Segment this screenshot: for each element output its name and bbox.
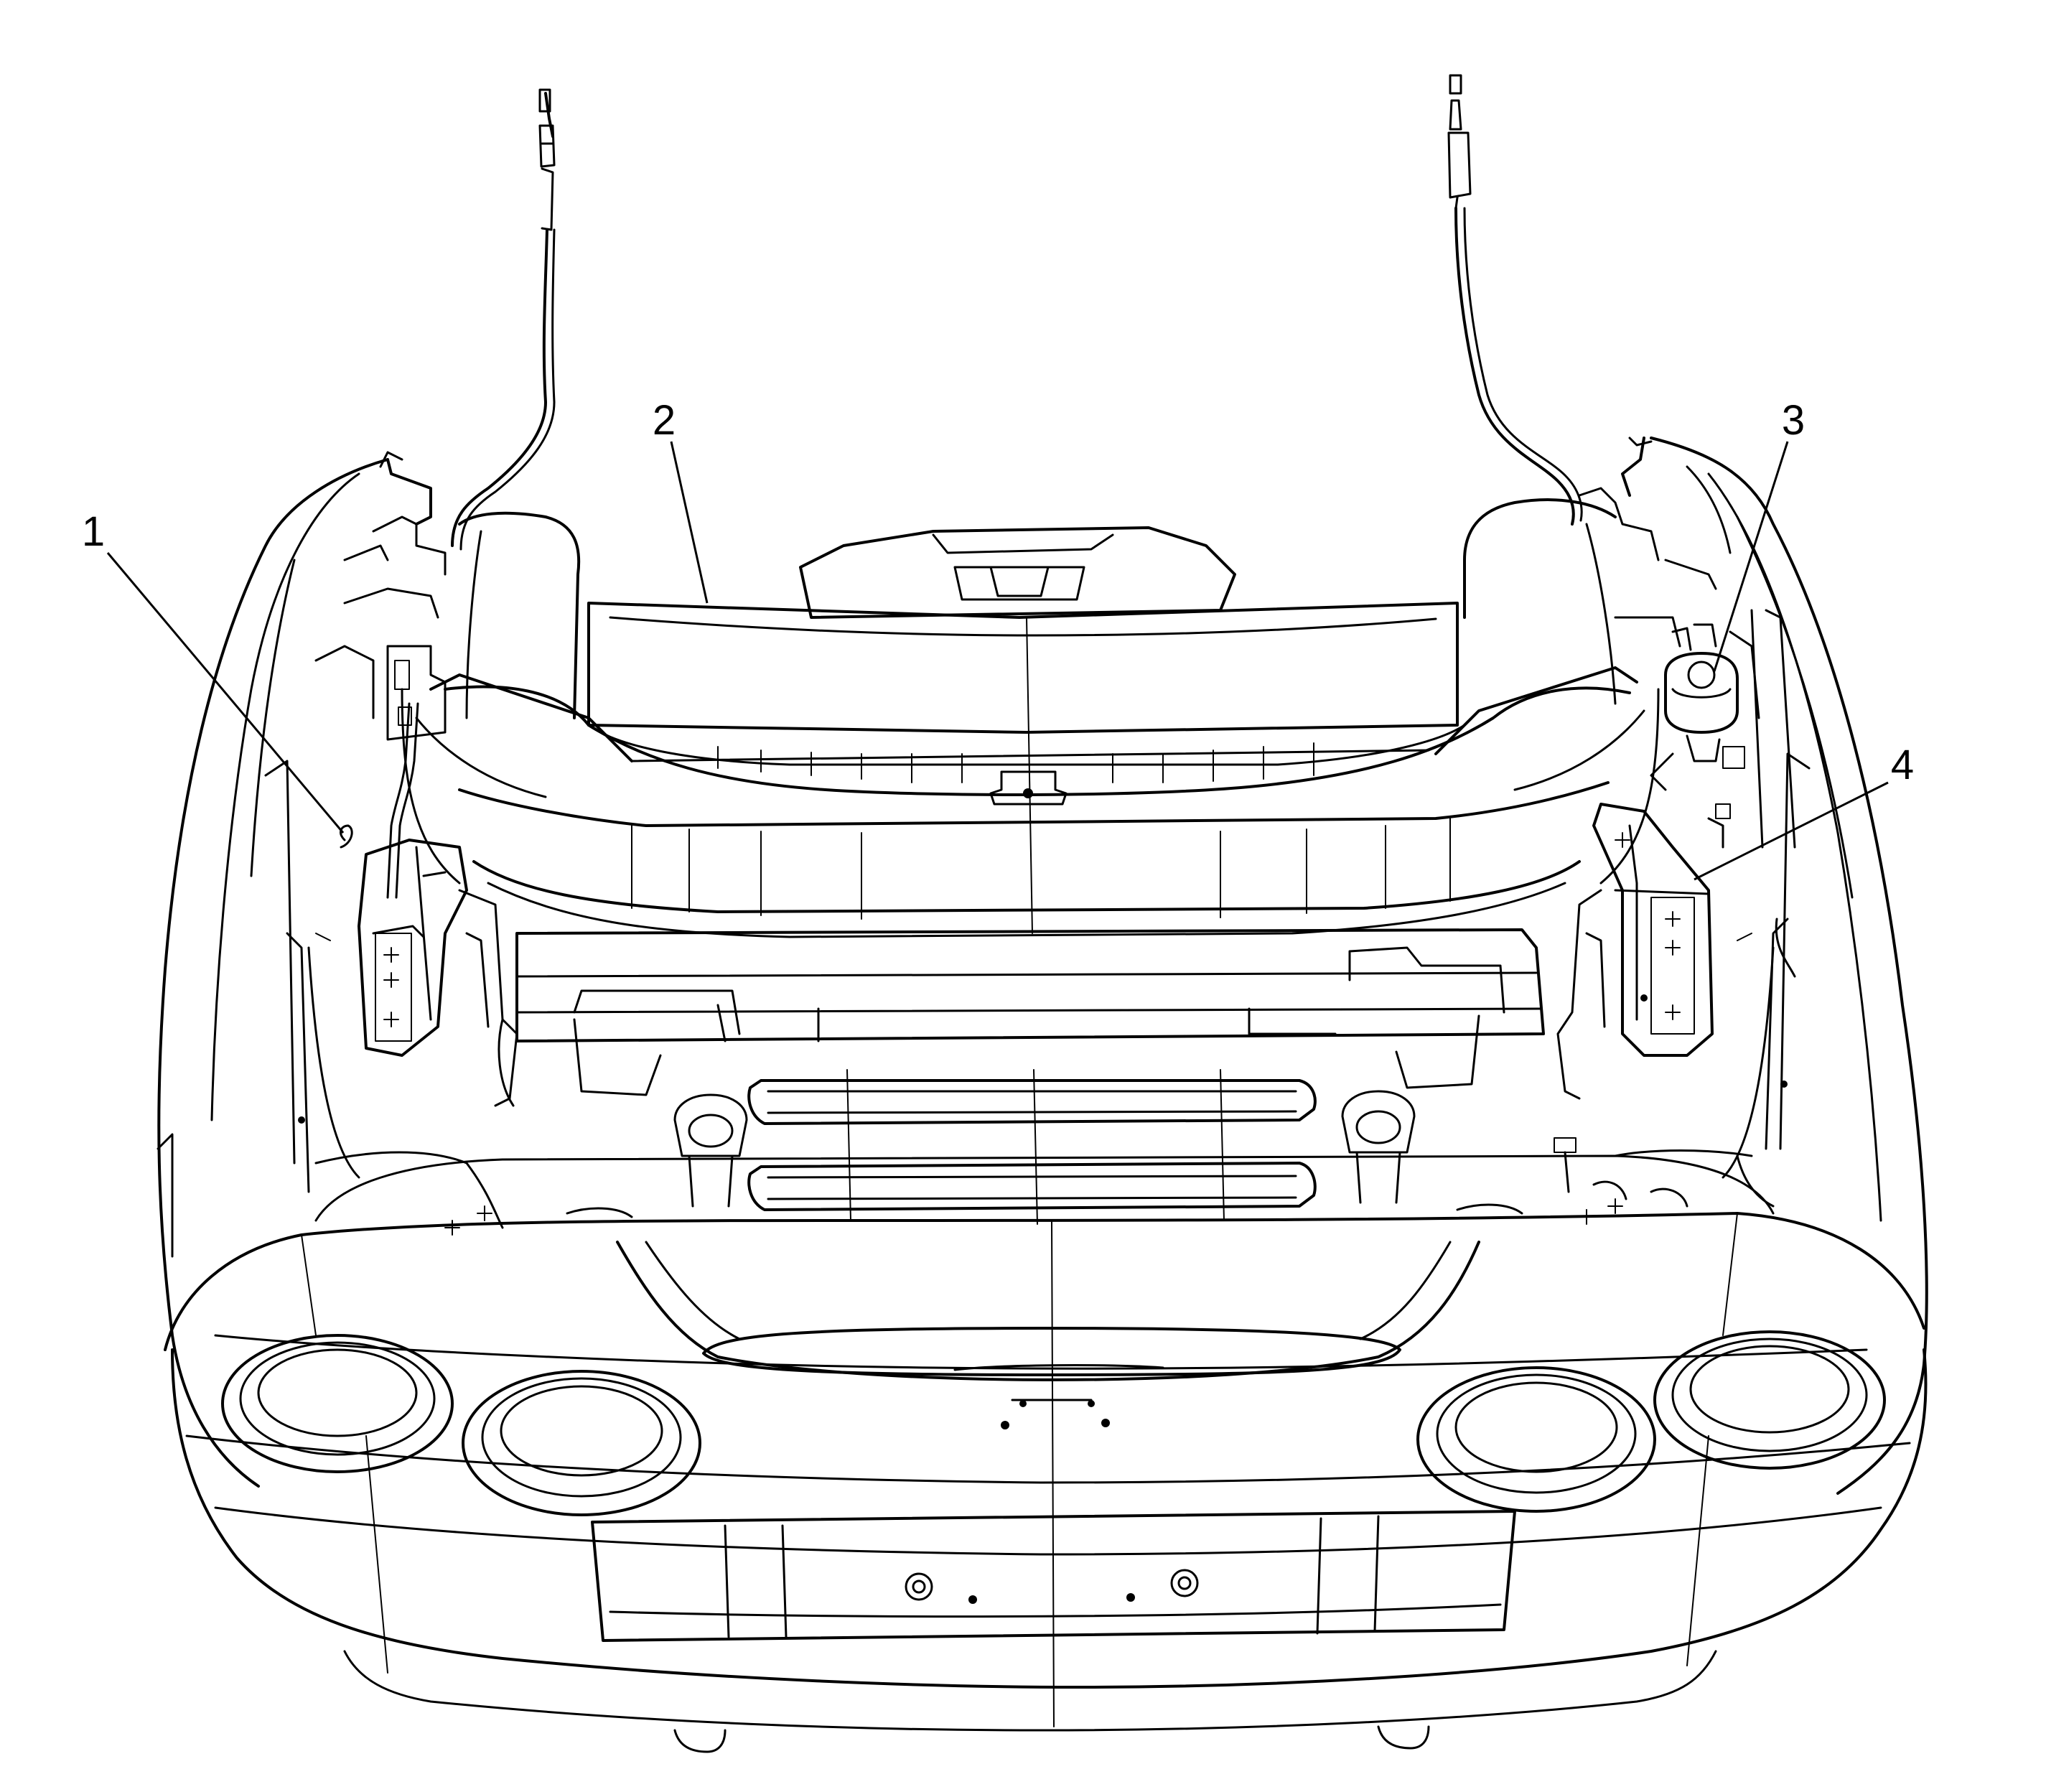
tail-lamp-right-outer	[1653, 1330, 1886, 1470]
right-tower	[1434, 487, 1811, 1150]
callout-2: 2	[653, 397, 676, 444]
callout-leaders	[106, 441, 1889, 881]
tail-lamp-left-inner	[462, 1370, 701, 1516]
quarter-panel-uppers	[379, 437, 1732, 554]
callout-3: 3	[1782, 397, 1805, 444]
leader-1	[106, 552, 345, 834]
left-tower	[264, 511, 633, 1193]
leader-3	[1713, 441, 1789, 672]
leader-4	[1694, 781, 1889, 881]
callout-labels: 1 2 3 4	[82, 397, 1914, 788]
tail-lamp-right-inner	[1416, 1366, 1656, 1513]
trunk-lip	[616, 1241, 1480, 1429]
right-latch-actuator	[1614, 609, 1796, 978]
rear-bulkhead-panel	[444, 526, 1631, 938]
left-latch-bracket	[358, 839, 518, 1107]
callout-4: 4	[1891, 742, 1914, 788]
left-release-cable	[340, 88, 556, 899]
right-latch-bracket	[1556, 803, 1714, 1100]
tail-lamp-left-outer	[221, 1334, 454, 1473]
compartment-floor	[307, 946, 1775, 1236]
misc-details	[157, 933, 1788, 1258]
tail-lamps	[221, 1330, 1886, 1516]
license-plate-pocket	[591, 1510, 1516, 1642]
leader-2	[670, 441, 709, 604]
callout-1: 1	[82, 508, 105, 555]
right-release-cable	[1447, 74, 1583, 526]
lower-crossmember	[515, 928, 1545, 1096]
